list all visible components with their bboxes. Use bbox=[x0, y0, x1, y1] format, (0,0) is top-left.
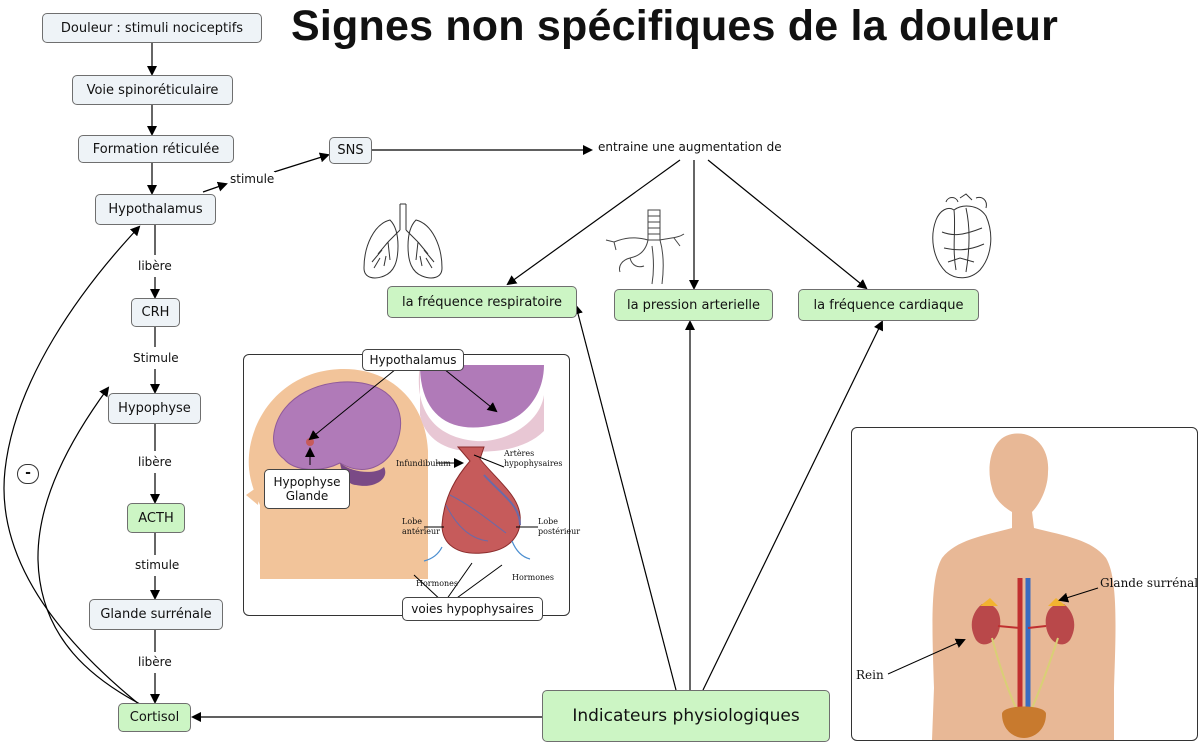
node-formation-reticulee[interactable]: Formation réticulée bbox=[78, 135, 234, 163]
link-label-libere-cortisol: libère bbox=[137, 655, 173, 669]
node-glande-surrenale[interactable]: Glande surrénale bbox=[89, 599, 223, 630]
label-hormones-left: Hormones bbox=[416, 579, 459, 588]
callout-voies-hypophysaires: voies hypophysaires bbox=[402, 597, 543, 621]
node-hypothalamus[interactable]: Hypothalamus bbox=[95, 194, 216, 225]
link-label-libere-crh: libère bbox=[137, 259, 173, 273]
heart-icon bbox=[932, 193, 992, 279]
node-sns[interactable]: SNS bbox=[329, 137, 372, 164]
node-indicateurs-physiologiques[interactable]: Indicateurs physiologiques bbox=[542, 690, 830, 742]
link-label-libere-acth: libère bbox=[137, 455, 173, 469]
link-label-stimule-surrenale: stimule bbox=[134, 558, 181, 572]
node-crh[interactable]: CRH bbox=[131, 298, 180, 327]
label-lobe-anterieur: Lobe antérieur bbox=[402, 517, 440, 536]
label-arteres: Artères hypophysaires bbox=[504, 449, 563, 468]
node-hypophyse[interactable]: Hypophyse bbox=[108, 393, 201, 424]
label-infundibulum: Infundibulum bbox=[396, 459, 451, 468]
label-hormones-right: Hormones bbox=[512, 573, 555, 582]
label-glande-surrenale-body: Glande surrénale bbox=[1100, 576, 1198, 590]
page-title: Signes non spécifiques de la douleur bbox=[291, 2, 1059, 50]
link-label-stimule-hypophyse: Stimule bbox=[132, 351, 180, 365]
callout-hypothalamus: Hypothalamus bbox=[362, 349, 464, 371]
node-frequence-cardiaque[interactable]: la fréquence cardiaque bbox=[798, 289, 979, 321]
node-augmentation[interactable]: entraine une augmentation de bbox=[597, 140, 783, 154]
node-voie-spinoreticulaire[interactable]: Voie spinoréticulaire bbox=[72, 75, 233, 105]
node-douleur[interactable]: Douleur : stimuli nociceptifs bbox=[42, 13, 262, 43]
pituitary-illustration-panel: Hypothalamus Hypophyse Glande voies hypo… bbox=[243, 349, 581, 621]
callout-hypophyse-glande: Hypophyse Glande bbox=[264, 469, 350, 509]
link-label-stimule-sns: stimule bbox=[229, 172, 276, 186]
node-frequence-respiratoire[interactable]: la fréquence respiratoire bbox=[387, 286, 577, 318]
adrenal-illustration-panel: Glande surrénale Rein bbox=[851, 427, 1198, 741]
node-pression-arterielle[interactable]: la pression arterielle bbox=[614, 289, 773, 321]
node-cortisol[interactable]: Cortisol bbox=[118, 703, 191, 732]
label-rein: Rein bbox=[856, 668, 884, 682]
node-acth[interactable]: ACTH bbox=[127, 503, 185, 533]
aorta-icon bbox=[605, 209, 685, 285]
feedback-minus-badge: - bbox=[17, 464, 39, 484]
label-lobe-posterieur: Lobe postérieur bbox=[538, 517, 581, 536]
body-illustration bbox=[887, 433, 1116, 740]
lungs-icon bbox=[363, 203, 443, 279]
